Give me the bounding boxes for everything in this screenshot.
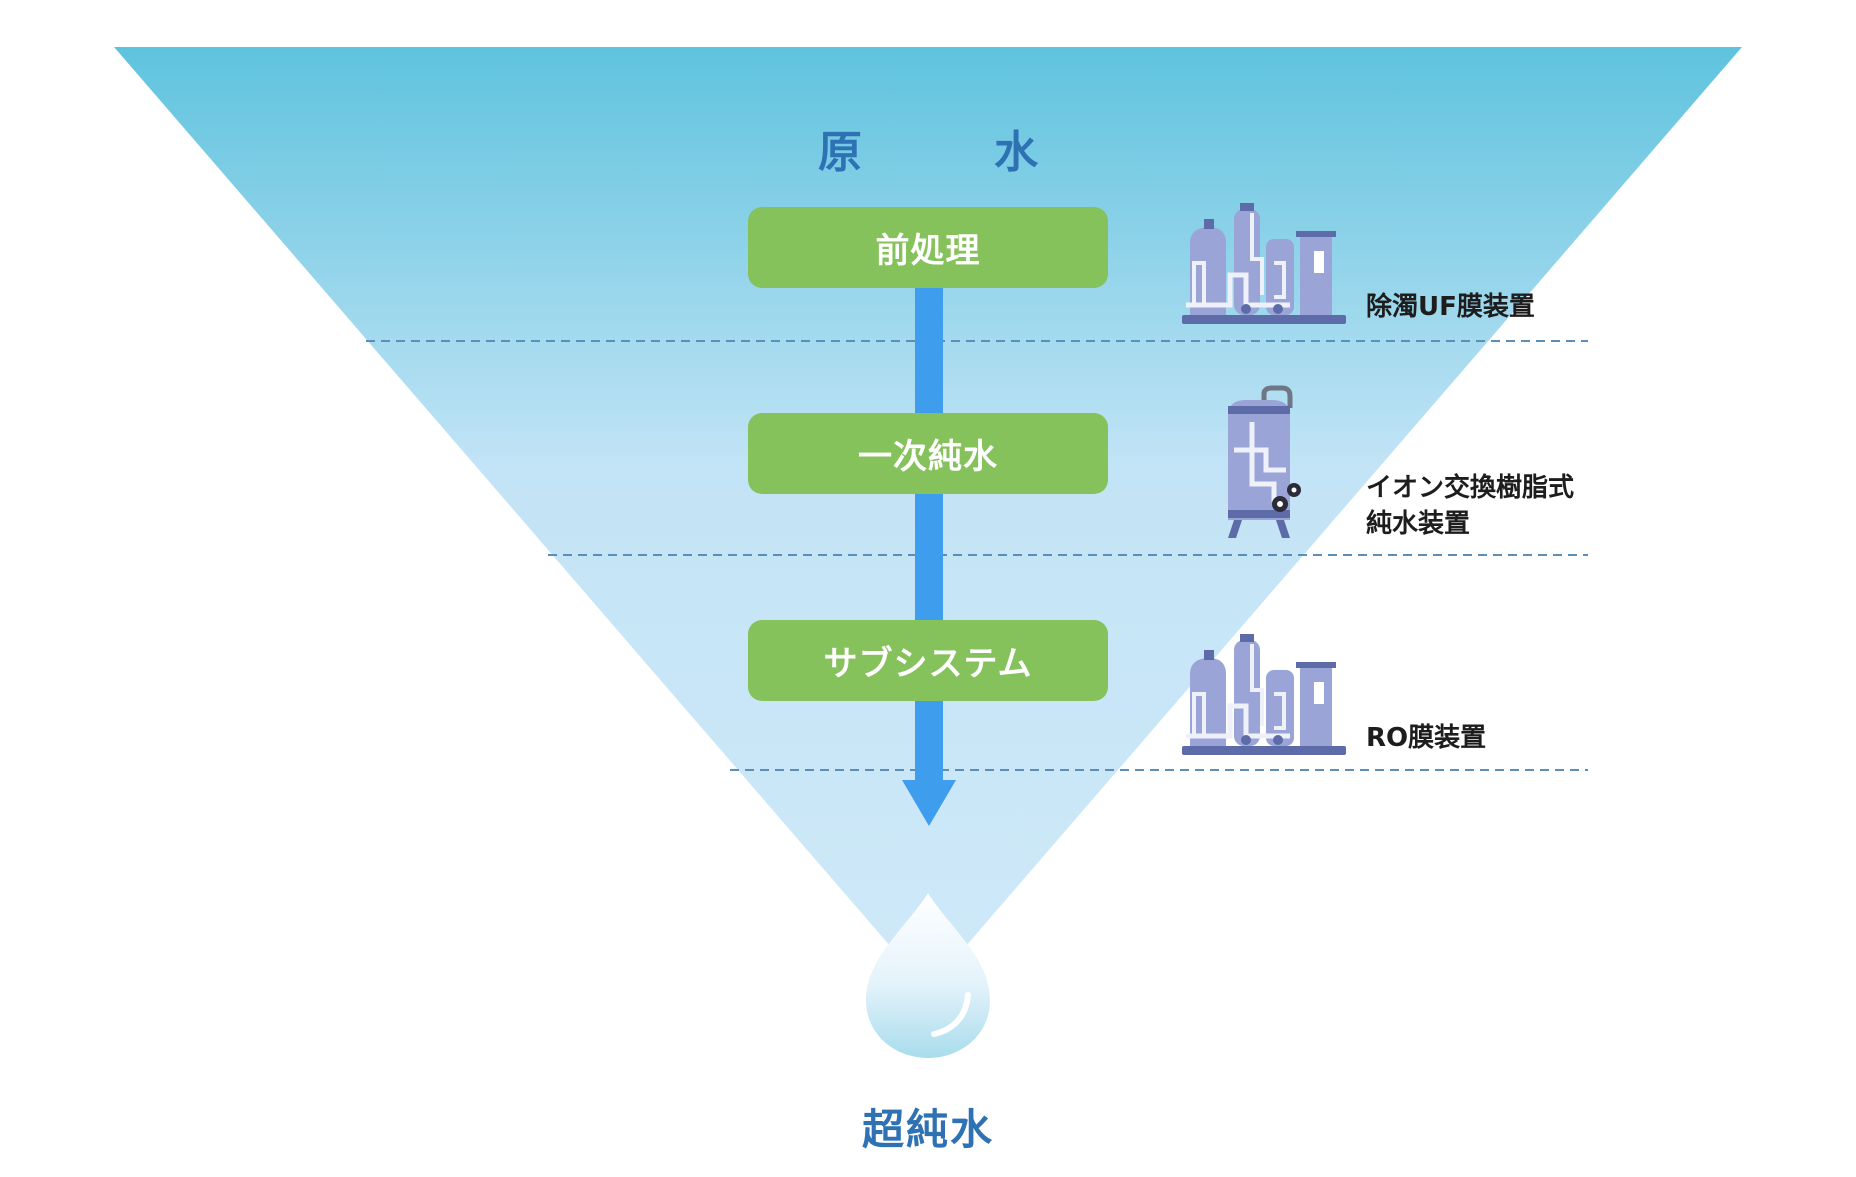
equipment-label-ro-line: RO膜装置: [1366, 723, 1487, 753]
equipment-label-ion-exchange: イオン交換樹脂式 純水装置: [1366, 470, 1574, 542]
equipment-label-ion-exchange-line-1: イオン交換樹脂式: [1366, 473, 1575, 503]
ultrapure-water-label: 超純水: [861, 1105, 994, 1154]
equipment-label-ion-exchange-line-2: 純水装置: [1366, 509, 1471, 539]
equipment-label-ro: RO膜装置: [1366, 720, 1486, 756]
water-treatment-plant-icon: [1182, 634, 1346, 755]
flow-arrow-head: [902, 780, 956, 826]
source-water-label: 原 水: [818, 127, 1082, 178]
step-subsystem: サブシステム: [748, 620, 1108, 701]
step-primary-pure-water: 一次純水: [748, 413, 1108, 494]
equipment-label-uf: 除濁UF膜装置: [1366, 289, 1535, 325]
ion-exchange-tank-icon: [1228, 385, 1301, 538]
step-pretreatment: 前処理: [748, 207, 1108, 288]
equipment-label-uf-line: 除濁UF膜装置: [1366, 292, 1535, 322]
water-drop-highlight: [931, 992, 971, 1037]
flow-arrow-shaft: [915, 286, 943, 784]
